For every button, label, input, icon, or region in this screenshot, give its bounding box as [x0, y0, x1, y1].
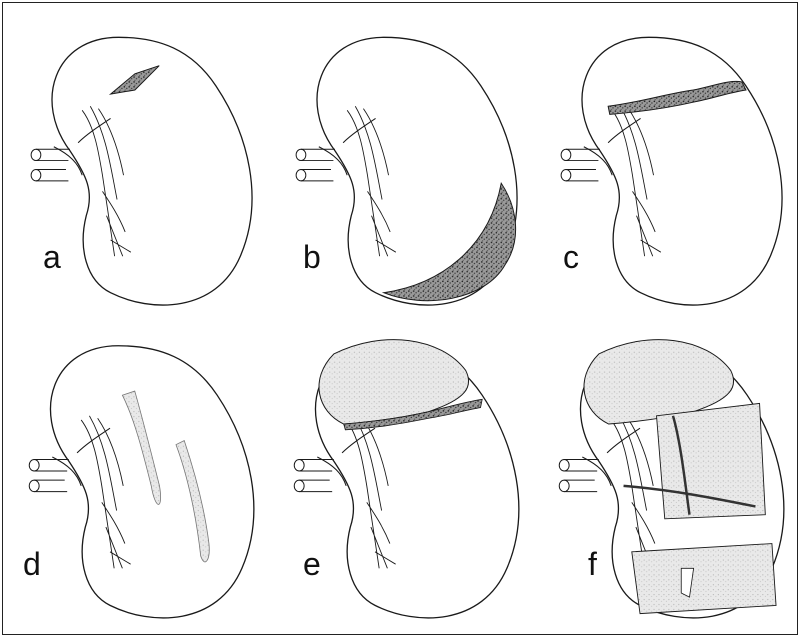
- panel-d-contusion: [13, 321, 273, 626]
- panel-label-d: d: [23, 548, 41, 580]
- panel-c-deep-laceration: [543, 13, 802, 313]
- panel-f-shattered-kidney: [543, 321, 802, 626]
- panel-label-a: a: [43, 241, 61, 273]
- panel-label-c: c: [563, 241, 579, 273]
- panel-label-e: e: [303, 548, 321, 580]
- panel-label-f: f: [588, 548, 597, 580]
- panel-label-b: b: [303, 241, 321, 273]
